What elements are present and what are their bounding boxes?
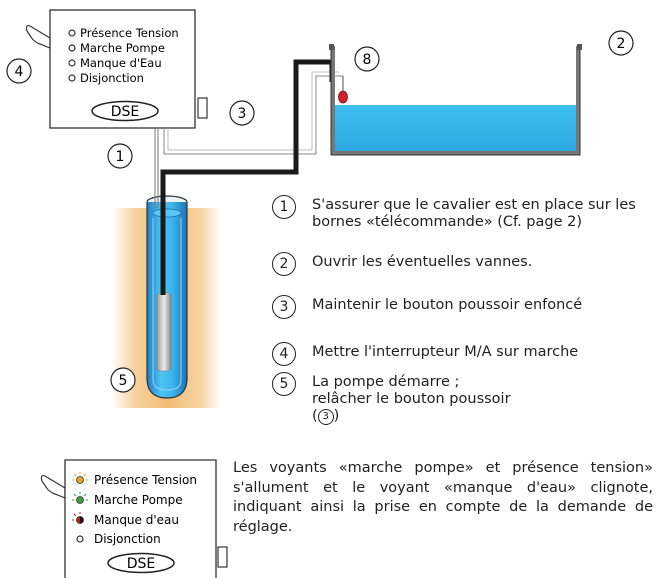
callout-8 [354,46,380,72]
step-number: 2 [272,252,296,276]
indicator-light [68,29,76,37]
indicator-label: Manque d'eau [94,513,179,527]
step-text-suffix: ) [333,408,340,424]
step-3: 3 Maintenir le bouton poussoir enfoncé [272,295,661,319]
step-number: 4 [272,342,296,366]
step-text: Maintenir le bouton poussoir enfoncé [312,297,583,313]
callout-3 [229,100,255,126]
callout-4 [6,58,32,84]
step-text: Ouvrir les éventuelles vannes. [312,254,533,270]
indicator-note: Les voyants «marche pompe» et présence t… [233,460,653,535]
step-number: 1 [272,195,296,219]
indicator-label: Marche Pompe [94,493,183,507]
indicator-light-lit [72,492,88,504]
step-text: Mettre l'interrupteur M/A sur marche [312,344,579,360]
callout-5-label: 5 [119,373,128,389]
callout-4-label: 4 [15,64,24,80]
control-panel-top: Présence Tension Marche Pompe Manque d'E… [25,9,208,129]
callout-5 [110,367,136,393]
submersible-pump [156,292,172,372]
step-2: 2 Ouvrir les éventuelles vannes. [272,252,661,276]
indicator-light [76,535,84,543]
indicator-label: Marche Pompe [80,41,165,55]
indicator-label: Disjonction [94,532,161,546]
indicator-light [68,74,76,82]
step-text-main: La pompe démarre ; relâcher le bouton po… [312,374,511,424]
push-button[interactable] [197,97,208,119]
dse-logo-text: DSE [127,556,156,572]
dse-logo [107,552,175,574]
indicator-label: Présence Tension [80,26,179,40]
step-number: 3 [272,295,296,319]
water-tank [329,44,582,156]
step-text: La pompe démarre ; relâcher le bouton po… [312,374,512,425]
step-number: 5 [272,372,296,396]
indicator-light-lit [72,472,88,484]
on-off-switch-lever[interactable] [25,24,51,49]
control-panel-bottom: Présence Tension Marche Pompe Manque d'e… [40,459,228,578]
callout-1 [107,143,133,169]
tank-water [333,105,578,153]
step-4: 4 Mettre l'interrupteur M/A sur marche [272,342,661,366]
indicator-label: Présence Tension [94,473,197,487]
callout-3-label: 3 [238,106,247,122]
control-box [64,459,217,578]
dse-logo-text: DSE [111,104,140,120]
indicator-light [68,44,76,52]
step-text: S'assurer que le cavalier est en place s… [312,197,636,230]
push-button[interactable] [217,546,228,568]
indicator-label: Disjonction [80,71,144,85]
callout-8-label: 8 [363,52,372,68]
step-5: 5 La pompe démarre ; relâcher le bouton … [272,372,512,425]
dse-logo [91,100,159,122]
callout-2-label: 2 [617,36,626,52]
float-sensor [338,90,348,104]
indicator-light-blinking [72,512,84,524]
indicator-light [68,59,76,67]
step-1: 1 S'assurer que le cavalier est en place… [272,195,661,231]
indicator-label: Manque d'Eau [80,56,162,70]
on-off-switch-lever[interactable] [40,474,66,499]
callout-1-label: 1 [116,149,125,165]
callout-2 [608,30,634,56]
inline-callout-ref: 3 [317,408,334,425]
